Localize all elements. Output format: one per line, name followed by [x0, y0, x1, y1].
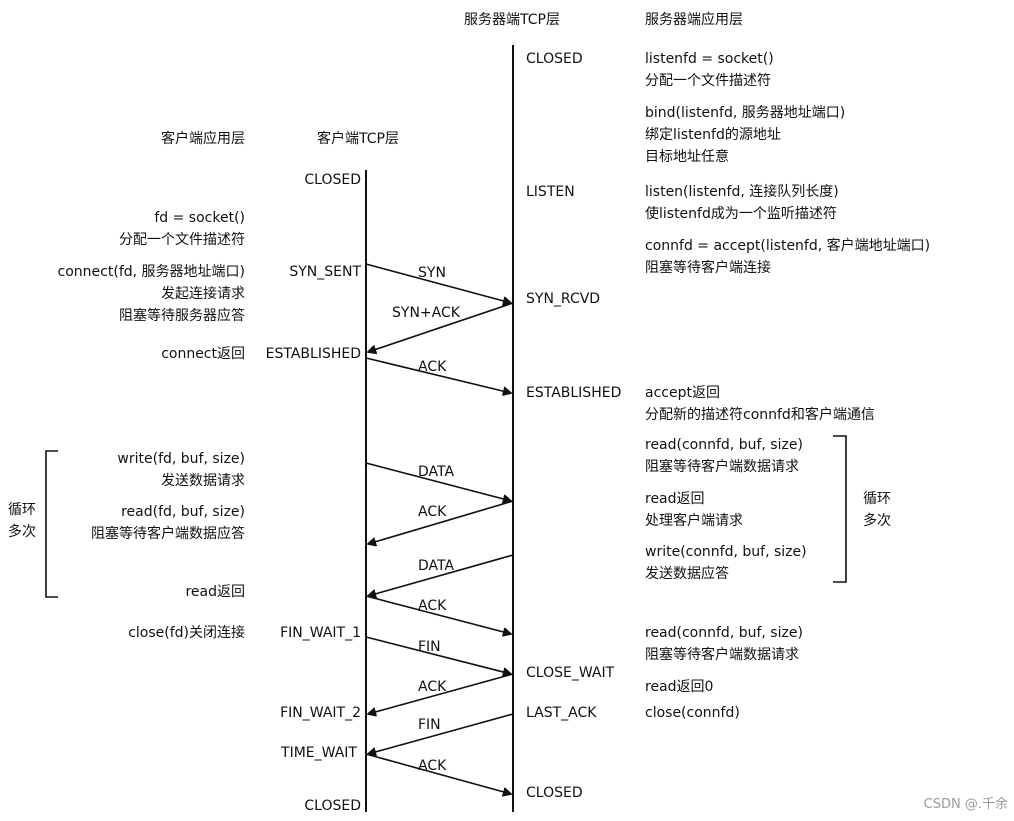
server-state-close-wait: CLOSE_WAIT	[526, 665, 615, 681]
server-note-accept: connfd = accept(listenfd, 客户端地址端口)	[645, 237, 930, 254]
message-label-syn: SYN	[418, 265, 446, 281]
message-label-data-1: DATA	[418, 464, 454, 480]
server-note-read-return-desc: 处理客户端请求	[645, 512, 743, 529]
header-client-app: 客户端应用层	[161, 130, 245, 147]
client-state-closed: CLOSED	[304, 172, 361, 188]
server-note-bind: bind(listenfd, 服务器地址端口)	[645, 105, 845, 121]
message-label-ack-4: ACK	[418, 679, 447, 695]
server-note-read-2-desc: 阻塞等待客户端数据请求	[645, 646, 799, 663]
server-note-listen-desc: 使listenfd成为一个监听描述符	[645, 205, 837, 222]
client-note-write-desc: 发送数据请求	[161, 473, 245, 489]
client-state-syn-sent: SYN_SENT	[289, 264, 361, 280]
server-note-accept-return-desc: 分配新的描述符connfd和客户端通信	[645, 406, 875, 423]
client-note-read-desc: 阻塞等待客户端数据应答	[91, 525, 245, 542]
server-state-closed: CLOSED	[526, 51, 583, 67]
server-state-last-ack: LAST_ACK	[526, 705, 597, 721]
client-state-established: ESTABLISHED	[266, 346, 361, 362]
client-note-connect: connect(fd, 服务器地址端口)	[58, 264, 245, 280]
header-server-app: 服务器端应用层	[645, 11, 743, 28]
message-arrow-fin-1	[365, 636, 511, 674]
message-arrow-ack-3	[365, 595, 511, 634]
server-note-read-desc: 阻塞等待客户端数据请求	[645, 458, 799, 475]
server-note-read: read(connfd, buf, size)	[645, 437, 803, 453]
server-state-listen: LISTEN	[526, 184, 575, 200]
message-arrow-data-2	[368, 554, 514, 596]
client-state-time-wait: TIME_WAIT	[280, 745, 357, 761]
server-note-bind-target: 目标地址任意	[645, 148, 729, 165]
server-note-socket: listenfd = socket()	[645, 51, 774, 67]
client-note-socket: fd = socket()	[154, 210, 245, 226]
server-loop-label-2: 多次	[863, 512, 891, 529]
server-note-listen: listen(listenfd, 连接队列长度)	[645, 183, 839, 200]
client-note-close: close(fd)关闭连接	[128, 624, 245, 641]
message-arrow-syn-ack	[368, 302, 514, 352]
server-state-syn-rcvd: SYN_RCVD	[526, 291, 600, 307]
server-note-read-2: read(connfd, buf, size)	[645, 625, 803, 641]
server-note-read-zero: read返回0	[645, 679, 713, 695]
message-label-data-2: DATA	[418, 558, 454, 574]
message-label-syn-ack: SYN+ACK	[392, 305, 461, 321]
server-state-closed-final: CLOSED	[526, 785, 583, 801]
server-note-bind-desc: 绑定listenfd的源地址	[645, 127, 781, 143]
client-loop-bracket	[45, 450, 58, 598]
message-label-ack-5: ACK	[418, 758, 447, 774]
message-arrow-ack-4	[368, 673, 514, 714]
server-state-established: ESTABLISHED	[526, 385, 621, 401]
message-arrow-ack-2	[368, 500, 514, 544]
server-note-close: close(connfd)	[645, 705, 740, 721]
message-arrow-data-1	[365, 462, 511, 501]
client-note-connect-return: connect返回	[161, 346, 245, 362]
client-state-fin-wait-1: FIN_WAIT_1	[280, 625, 361, 641]
client-note-connect-desc: 发起连接请求	[161, 285, 245, 302]
server-note-write-desc: 发送数据应答	[645, 565, 729, 582]
client-note-connect-wait: 阻塞等待服务器应答	[119, 307, 245, 324]
message-arrow-fin-2	[368, 713, 514, 754]
message-label-ack-2: ACK	[418, 504, 447, 520]
client-note-socket-desc: 分配一个文件描述符	[119, 232, 245, 248]
client-loop-label-1: 循环	[8, 502, 36, 518]
server-note-socket-desc: 分配一个文件描述符	[645, 73, 771, 89]
server-note-accept-desc: 阻塞等待客户端连接	[645, 259, 771, 276]
client-note-read-return: read返回	[185, 584, 245, 600]
client-state-closed-final: CLOSED	[304, 798, 361, 814]
server-note-write: write(connfd, buf, size)	[645, 544, 807, 560]
client-state-fin-wait-2: FIN_WAIT_2	[280, 705, 361, 721]
server-loop-label-1: 循环	[863, 491, 891, 507]
header-server-tcp: 服务器端TCP层	[464, 12, 560, 28]
message-arrow-syn	[365, 263, 511, 303]
message-label-ack-3: ACK	[418, 598, 447, 614]
message-arrow-ack-5	[365, 753, 511, 794]
client-note-read: read(fd, buf, size)	[121, 504, 245, 520]
header-client-tcp: 客户端TCP层	[317, 130, 399, 147]
server-loop-bracket	[833, 435, 847, 583]
csdn-watermark: CSDN @.千余	[924, 796, 1008, 812]
message-label-fin-2: FIN	[418, 717, 441, 733]
client-note-write: write(fd, buf, size)	[117, 451, 245, 467]
server-note-read-return: read返回	[645, 491, 705, 507]
message-arrow-ack-1	[365, 357, 511, 393]
message-label-fin-1: FIN	[418, 639, 441, 655]
client-loop-label-2: 多次	[8, 523, 36, 540]
message-label-ack-1: ACK	[418, 359, 447, 375]
server-note-accept-return: accept返回	[645, 385, 720, 401]
